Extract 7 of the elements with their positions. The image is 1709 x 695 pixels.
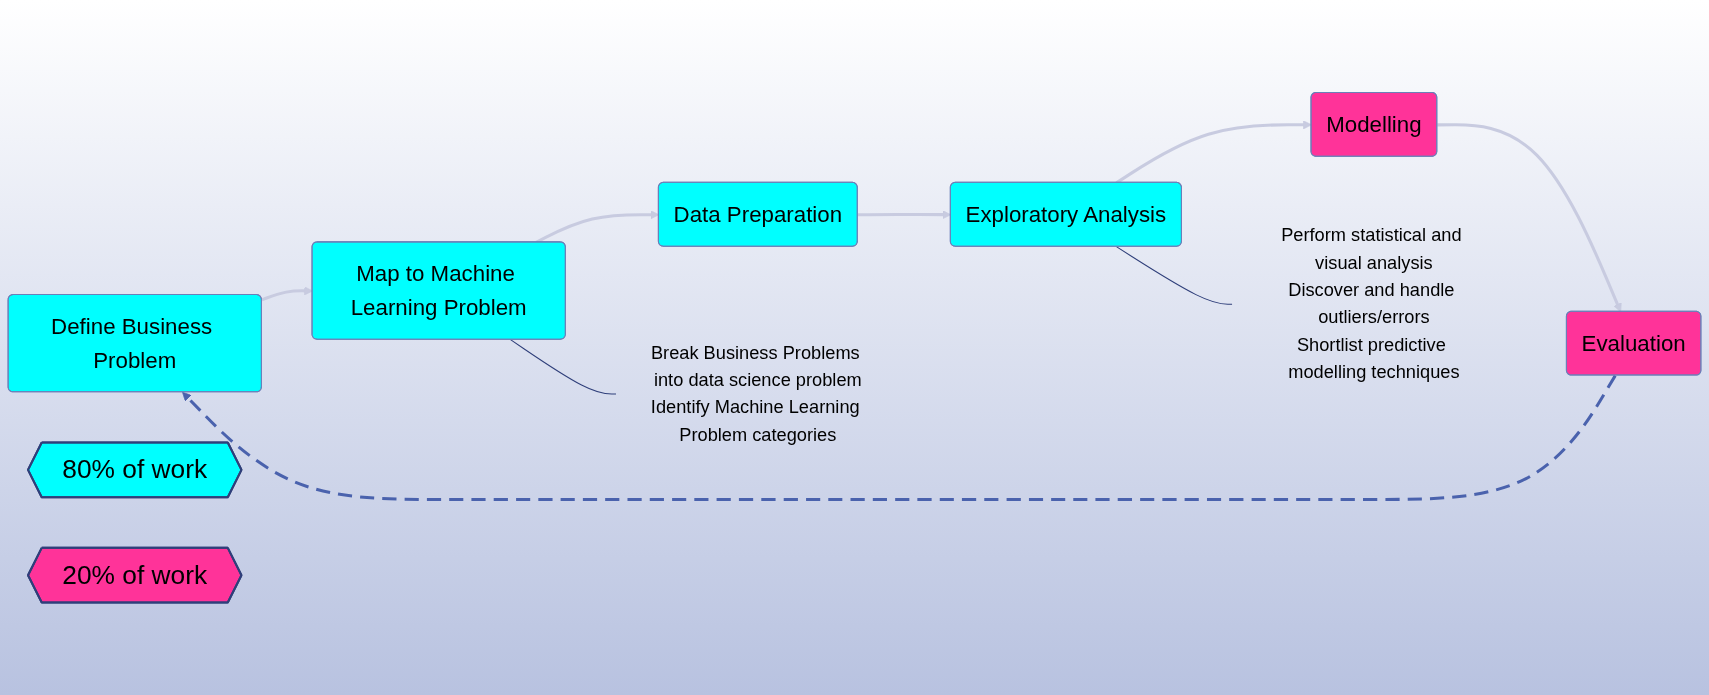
node-text: Break Business Problems into data science problem Identify Machine Learning Problem categories bbox=[650, 342, 862, 445]
arrow bbox=[261, 286, 313, 302]
connector bbox=[1115, 246, 1233, 305]
arrow bbox=[182, 374, 1617, 501]
connector bbox=[510, 339, 617, 395]
arrow bbox=[1437, 123, 1622, 313]
node-text: Perform statistical and visual analysis Discover and handle outliers/errors Shortlist predictive modelling techniques bbox=[1281, 225, 1462, 383]
